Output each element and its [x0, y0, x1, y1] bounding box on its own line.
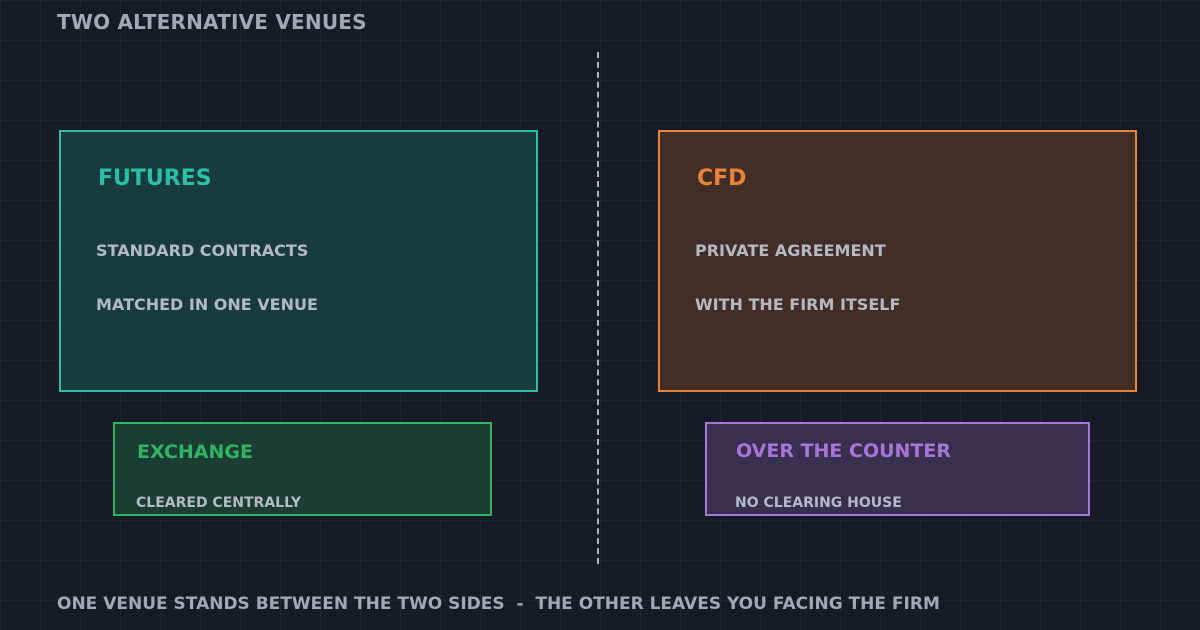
cfd-line-2: WITH THE FIRM ITSELF — [695, 295, 901, 314]
footer-caption: ONE VENUE STANDS BETWEEN THE TWO SIDES -… — [57, 594, 940, 614]
otc-card: OVER THE COUNTER NO CLEARING HOUSE — [705, 422, 1090, 516]
diagram-title: TWO ALTERNATIVE VENUES — [57, 10, 367, 34]
exchange-heading: EXCHANGE — [137, 441, 253, 463]
futures-heading: FUTURES — [98, 166, 212, 191]
exchange-card: EXCHANGE CLEARED CENTRALLY — [113, 422, 492, 516]
otc-line: NO CLEARING HOUSE — [735, 495, 902, 511]
futures-line-2: MATCHED IN ONE VENUE — [96, 295, 318, 314]
cfd-line-1: PRIVATE AGREEMENT — [695, 241, 886, 260]
cfd-card: CFD PRIVATE AGREEMENT WITH THE FIRM ITSE… — [658, 130, 1137, 392]
futures-card: FUTURES STANDARD CONTRACTS MATCHED IN ON… — [59, 130, 538, 392]
cfd-heading: CFD — [697, 166, 747, 191]
exchange-line: CLEARED CENTRALLY — [136, 495, 301, 511]
futures-line-1: STANDARD CONTRACTS — [96, 241, 309, 260]
center-divider — [597, 52, 599, 564]
otc-heading: OVER THE COUNTER — [736, 440, 952, 462]
